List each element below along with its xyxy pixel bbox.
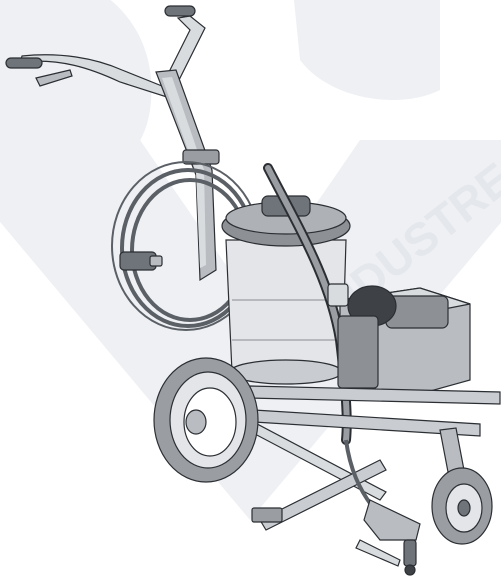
engine-pump-assembly <box>327 283 471 401</box>
spray-gun <box>344 439 421 576</box>
handle-grip-left <box>5 57 43 69</box>
pump-block <box>337 315 379 389</box>
gun-holder <box>119 251 163 271</box>
front-caster-wheel <box>431 427 493 545</box>
watermark-shape-right <box>294 0 440 100</box>
left-wheel <box>153 357 259 483</box>
trigger-lever <box>35 69 73 87</box>
handlebar <box>5 5 206 99</box>
handlebar-frame <box>19 15 206 99</box>
handle-grip-top <box>164 5 196 17</box>
